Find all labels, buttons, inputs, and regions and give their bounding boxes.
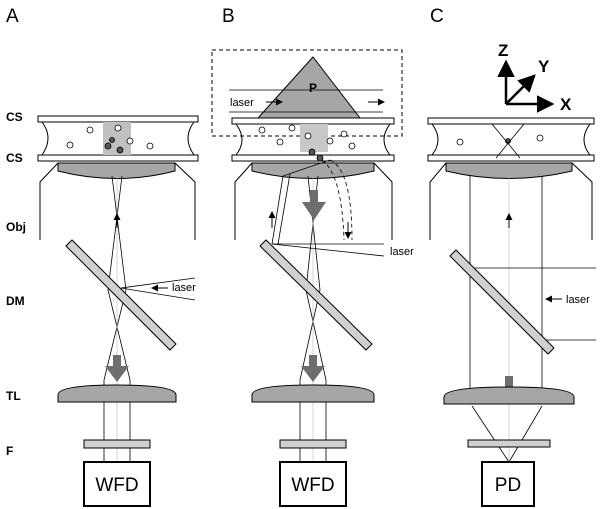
- emission-arrow-b: [301, 355, 325, 382]
- coverslip-top-a: [37, 115, 199, 123]
- laser-label-b: laser: [390, 246, 414, 258]
- tube-lens-c: [443, 386, 575, 405]
- axis-label-y: Y: [538, 57, 550, 76]
- detector-box-c[interactable]: [481, 461, 535, 507]
- dichroic-mirror-b: [259, 239, 373, 351]
- coverslip-bottom-a: [37, 154, 199, 162]
- axis-label-z: Z: [498, 41, 508, 60]
- dichroic-mirror-c: [449, 249, 555, 355]
- chamber-wall-a-left: [41, 121, 49, 156]
- panel-c: Z Y X laser: [427, 41, 596, 507]
- detector-label-b: WFD: [291, 475, 334, 496]
- coverslip-top-c: [427, 117, 595, 125]
- laser-label-b-inset: laser: [230, 97, 254, 109]
- panel-letter-a: A: [6, 6, 19, 27]
- coordinate-axes: [497, 59, 555, 113]
- emission-arrow-a: [105, 355, 129, 382]
- detector-box-b[interactable]: [279, 461, 347, 507]
- objective-housing-a-right: [174, 162, 196, 240]
- axis-label-x: X: [560, 95, 572, 114]
- dichroic-mirror-a: [65, 239, 177, 351]
- tube-lens-a: [57, 384, 177, 403]
- row-label-dm: DM: [6, 294, 25, 308]
- coverslip-bottom-b: [231, 154, 395, 162]
- panel-letter-b: B: [222, 6, 235, 27]
- particles-a: [66, 124, 154, 154]
- tube-lens-b: [251, 384, 375, 403]
- objective-lens-a: [57, 162, 176, 179]
- prism-label: P: [309, 81, 317, 95]
- detector-label-a: WFD: [95, 475, 138, 496]
- row-label-tl: TL: [6, 389, 21, 403]
- filter-b: [279, 439, 347, 449]
- panel-letter-c: C: [430, 6, 444, 27]
- detector-label-c: PD: [495, 475, 521, 496]
- filter-c: [467, 439, 551, 448]
- row-label-obj: Obj: [6, 220, 26, 234]
- panel-a: laser WFD: [37, 115, 199, 507]
- chamber-wall-a-right: [187, 121, 195, 156]
- coverslip-top-b: [231, 117, 395, 125]
- row-label-cs-bottom: CS: [6, 151, 23, 165]
- coverslip-bottom-c: [427, 154, 595, 162]
- particles-b: [258, 124, 356, 162]
- objective-lens-c: [445, 162, 573, 179]
- emission-arrow-b-top: [302, 190, 326, 220]
- row-label-cs-top: CS: [6, 110, 23, 124]
- detector-box-a[interactable]: [83, 461, 151, 507]
- sample-region-b: [300, 124, 328, 152]
- filter-a: [83, 439, 151, 449]
- panel-b: P laser: [211, 49, 414, 507]
- particles-c: [456, 134, 544, 146]
- objective-housing-a: [39, 162, 59, 240]
- laser-label-c: laser: [566, 294, 590, 306]
- row-label-f: F: [6, 444, 13, 458]
- laser-label-a: laser: [172, 282, 196, 294]
